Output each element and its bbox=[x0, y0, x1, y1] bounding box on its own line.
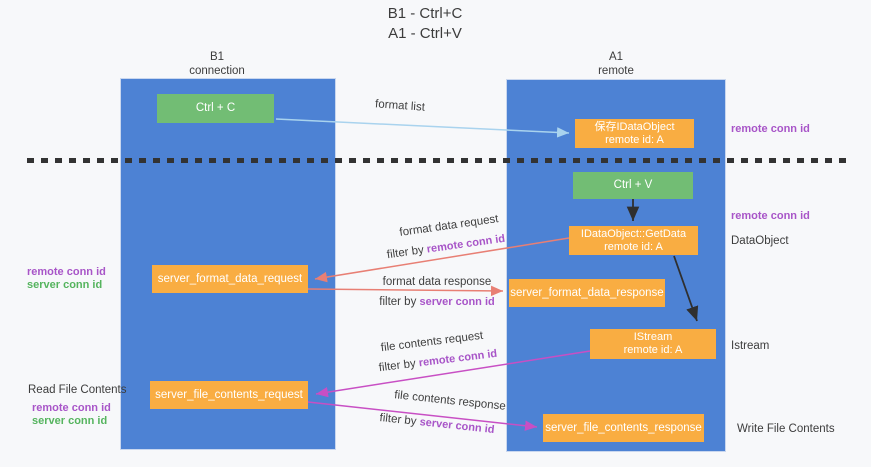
node-server-format-data-request: server_format_data_request bbox=[152, 265, 308, 293]
column-b1-role: connection bbox=[189, 65, 245, 77]
node-ctrl-c: Ctrl + C bbox=[157, 94, 274, 123]
ctrl-v-label: Ctrl + V bbox=[613, 179, 653, 191]
filter-by-text-4: filter by bbox=[378, 411, 421, 429]
node-server-format-data-response: server_format_data_response bbox=[509, 279, 665, 307]
left-server-conn-id-2: server conn id bbox=[32, 415, 108, 427]
diagram-title: B1 - Ctrl+C A1 - Ctrl+V bbox=[325, 4, 525, 44]
ctrl-c-label: Ctrl + C bbox=[195, 102, 236, 114]
left-server-conn-id-1: server conn id bbox=[27, 279, 103, 291]
server-format-data-response-label: server_format_data_response bbox=[510, 286, 664, 299]
server-file-contents-response-label: server_file_contents_response bbox=[545, 421, 702, 434]
node-ctrl-v: Ctrl + V bbox=[573, 172, 693, 199]
format-data-response-label: format data response bbox=[382, 276, 492, 288]
file-contents-response-filter-label: filter by server conn id bbox=[372, 411, 503, 437]
server-file-contents-request-label: server_file_contents_request bbox=[155, 388, 303, 401]
read-file-contents-label: Read File Contents bbox=[28, 384, 127, 396]
file-contents-response-label: file contents response bbox=[393, 389, 507, 413]
right-remote-conn-id-1: remote conn id bbox=[731, 123, 810, 135]
server-conn-id-key-1: server conn id bbox=[419, 296, 495, 308]
right-remote-conn-id-2: remote conn id bbox=[731, 210, 810, 222]
left-remote-conn-id-1: remote conn id bbox=[27, 266, 106, 278]
istream-side-label: Istream bbox=[731, 340, 770, 352]
istream-line2: remote id: A bbox=[623, 344, 683, 356]
node-server-file-contents-request: server_file_contents_request bbox=[150, 381, 308, 409]
node-server-file-contents-response: server_file_contents_response bbox=[543, 414, 704, 442]
column-header-a1: A1 remote bbox=[556, 50, 676, 78]
left-remote-conn-id-2: remote conn id bbox=[32, 402, 111, 414]
getdata-line1: IDataObject::GetData bbox=[580, 227, 687, 240]
title-line-2: A1 - Ctrl+V bbox=[388, 25, 462, 42]
server-format-data-request-label: server_format_data_request bbox=[157, 272, 303, 285]
server-conn-id-key-2: server conn id bbox=[418, 416, 496, 437]
filter-by-text-1: filter by bbox=[386, 243, 428, 262]
column-header-b1: B1 connection bbox=[157, 50, 277, 78]
remote-conn-id-key-2: remote conn id bbox=[418, 347, 498, 370]
node-istream: IStream remote id: A bbox=[590, 329, 716, 359]
column-a1-role: remote bbox=[598, 65, 634, 77]
istream-line1: IStream bbox=[633, 331, 673, 343]
column-a1-name: A1 bbox=[608, 51, 624, 63]
save-idataobject-line1: 保存IDataObject bbox=[594, 120, 675, 133]
dataobject-label: DataObject bbox=[731, 235, 789, 247]
getdata-line2: remote id: A bbox=[604, 240, 663, 253]
remote-conn-id-key-1: remote conn id bbox=[426, 232, 506, 256]
format-list-label: format list bbox=[374, 98, 426, 114]
dashed-separator bbox=[27, 158, 847, 163]
node-save-idataobject: 保存IDataObject remote id: A bbox=[575, 119, 694, 148]
filter-by-text-3: filter by bbox=[378, 357, 420, 375]
title-line-1: B1 - Ctrl+C bbox=[387, 5, 463, 22]
format-data-response-arrow bbox=[307, 285, 504, 297]
column-b1-name: B1 bbox=[209, 51, 225, 63]
write-file-contents-label: Write File Contents bbox=[737, 423, 835, 435]
filter-by-text-2: filter by bbox=[379, 296, 420, 308]
node-idataobject-getdata: IDataObject::GetData remote id: A bbox=[569, 226, 698, 255]
save-idataobject-line2: remote id: A bbox=[605, 133, 664, 146]
format-data-response-filter-label: filter by server conn id bbox=[372, 296, 502, 308]
